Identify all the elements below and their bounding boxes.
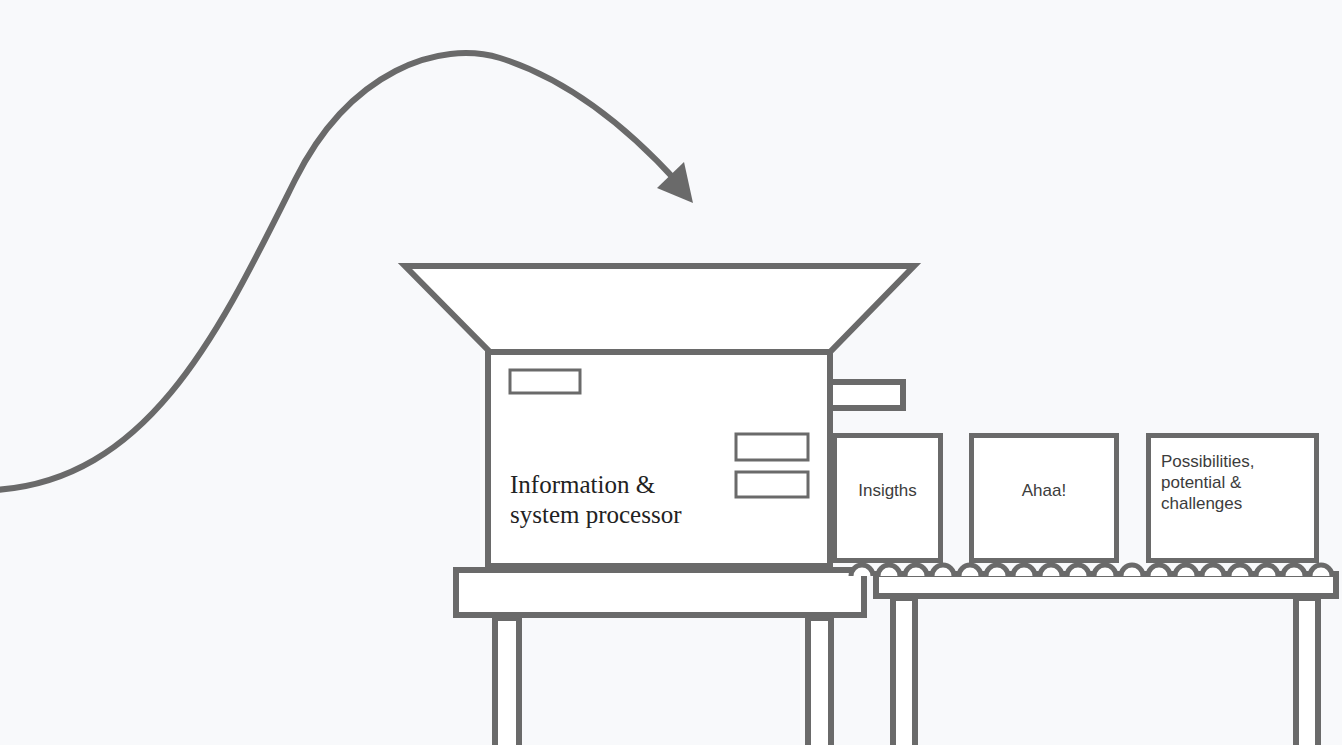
roller bbox=[905, 565, 927, 576]
roller bbox=[1094, 565, 1116, 576]
hopper bbox=[405, 266, 914, 352]
roller bbox=[1121, 565, 1143, 576]
processor-body bbox=[488, 352, 830, 566]
left-table-top bbox=[456, 570, 864, 615]
node-text: Information & system processor bbox=[510, 470, 722, 530]
roller bbox=[1310, 565, 1332, 576]
panel-slot bbox=[736, 434, 808, 460]
panel-slot bbox=[736, 472, 808, 497]
roller bbox=[1202, 565, 1224, 576]
conveyor-leg bbox=[893, 598, 915, 745]
roller bbox=[1256, 565, 1278, 576]
table-leg bbox=[808, 618, 831, 745]
roller bbox=[1283, 565, 1305, 576]
roller bbox=[1229, 565, 1251, 576]
output-box: Ahaa! bbox=[969, 433, 1119, 563]
curved-arrow-head bbox=[657, 162, 693, 203]
roller bbox=[878, 565, 900, 576]
node-text: Ahaa! bbox=[978, 480, 1110, 501]
conveyor-rollers bbox=[851, 565, 1332, 576]
node-text: Possibilities, potential & challenges bbox=[1161, 451, 1281, 514]
roller bbox=[1013, 565, 1035, 576]
conveyor-leg bbox=[1296, 598, 1318, 745]
roller bbox=[1040, 565, 1062, 576]
roller bbox=[1175, 565, 1197, 576]
processor-node: Information & system processor bbox=[488, 352, 830, 566]
roller bbox=[932, 565, 954, 576]
roller bbox=[1148, 565, 1170, 576]
output-box: Insigths bbox=[832, 433, 943, 563]
output-box: Possibilities, potential & challenges bbox=[1146, 433, 1319, 563]
conveyor-top bbox=[876, 574, 1336, 596]
roller bbox=[959, 565, 981, 576]
table-leg bbox=[495, 618, 519, 745]
roller bbox=[1067, 565, 1089, 576]
roller bbox=[851, 565, 873, 576]
roller bbox=[986, 565, 1008, 576]
panel-slot bbox=[510, 370, 580, 393]
node-text: Insigths bbox=[841, 480, 934, 501]
spout bbox=[830, 382, 903, 408]
